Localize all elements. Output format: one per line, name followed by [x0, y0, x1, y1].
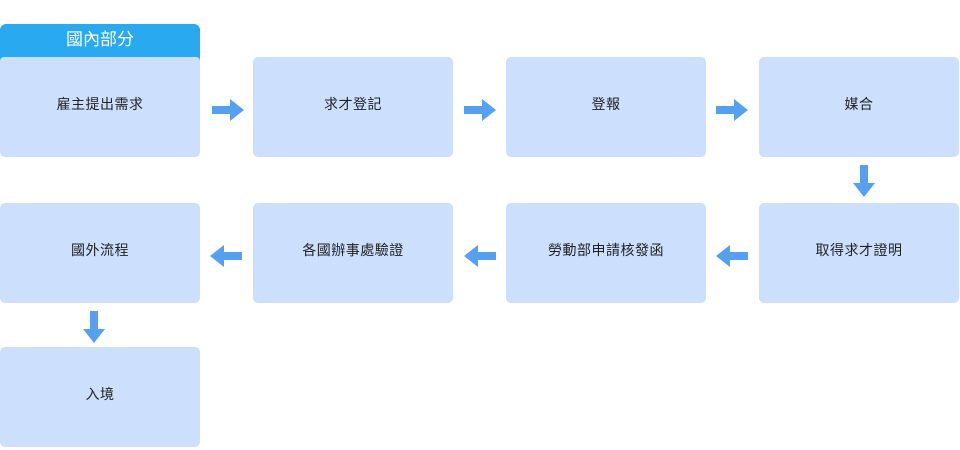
arrow-left-icon — [716, 245, 748, 267]
arrow-right-icon — [716, 99, 748, 121]
arrow-right-icon — [212, 99, 244, 121]
arrow-left-icon — [210, 245, 242, 267]
arrow-down-icon — [853, 165, 875, 197]
step-ministry-approval: 勞動部申請核發函 — [506, 203, 706, 303]
arrow-down-icon — [83, 311, 105, 343]
arrow-right-icon — [464, 99, 496, 121]
step-entry: 入境 — [0, 347, 200, 447]
step-job-registration: 求才登記 — [253, 57, 453, 157]
step-recruitment-certificate: 取得求才證明 — [759, 203, 959, 303]
step-office-verification: 各國辦事處驗證 — [253, 203, 453, 303]
step-overseas-process: 國外流程 — [0, 203, 200, 303]
step-employer-request: 雇主提出需求 — [0, 57, 200, 157]
step-newspaper-ad: 登報 — [506, 57, 706, 157]
arrow-left-icon — [464, 245, 496, 267]
step-matching: 媒合 — [759, 57, 959, 157]
